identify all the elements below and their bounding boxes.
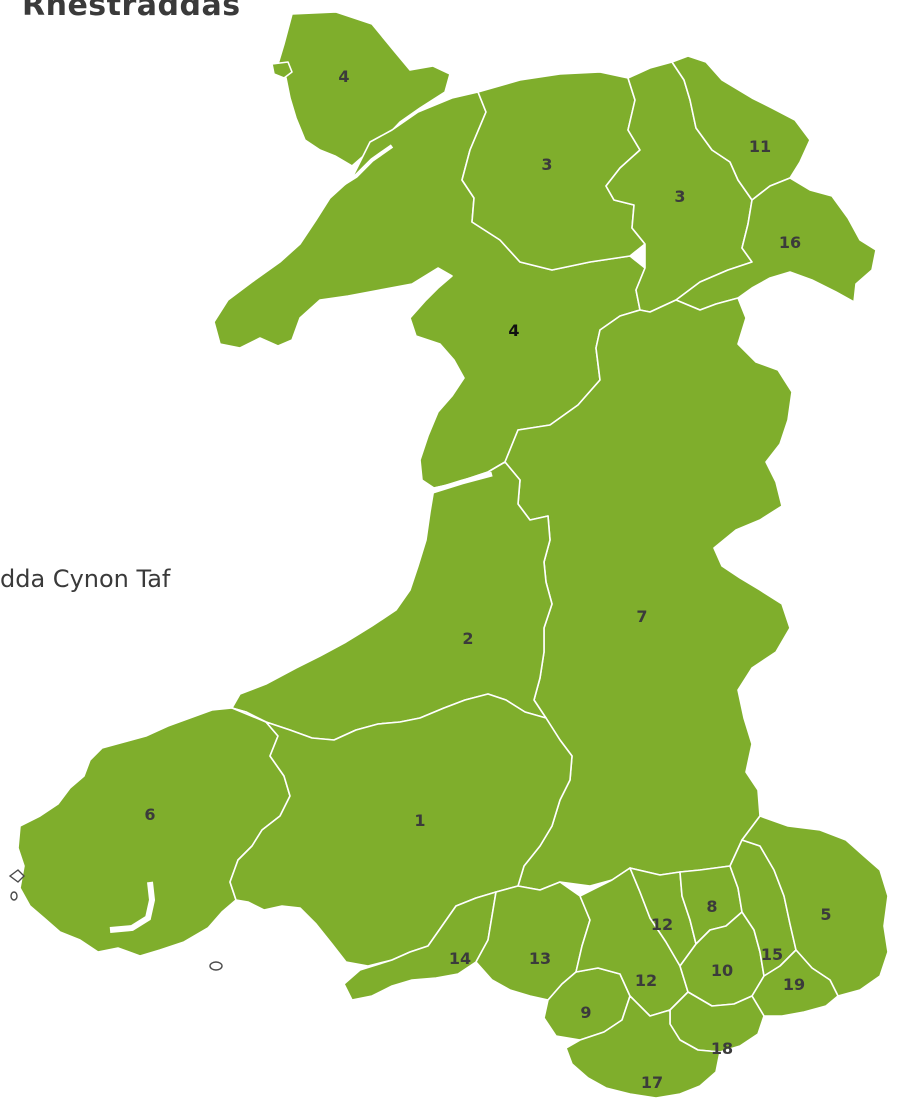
region-holy-island[interactable] bbox=[271, 61, 293, 79]
highlighted-area-label: dda Cynon Taf bbox=[0, 565, 171, 593]
island-skomer bbox=[8, 869, 25, 883]
menai-strait bbox=[338, 144, 394, 188]
dyfi-estuary bbox=[429, 471, 493, 495]
region-pembrokeshire[interactable] bbox=[17, 707, 291, 957]
region-vale-of-glamorgan[interactable] bbox=[565, 995, 721, 1099]
milford-haven bbox=[109, 881, 156, 933]
region-monmouthshire[interactable] bbox=[741, 815, 889, 997]
region-wrexham[interactable] bbox=[675, 177, 877, 311]
island-caldey bbox=[209, 961, 223, 971]
region-ceredigion[interactable] bbox=[231, 461, 553, 741]
island-skokholm bbox=[10, 891, 18, 901]
map-title: Rhestraddas bbox=[22, 0, 241, 23]
